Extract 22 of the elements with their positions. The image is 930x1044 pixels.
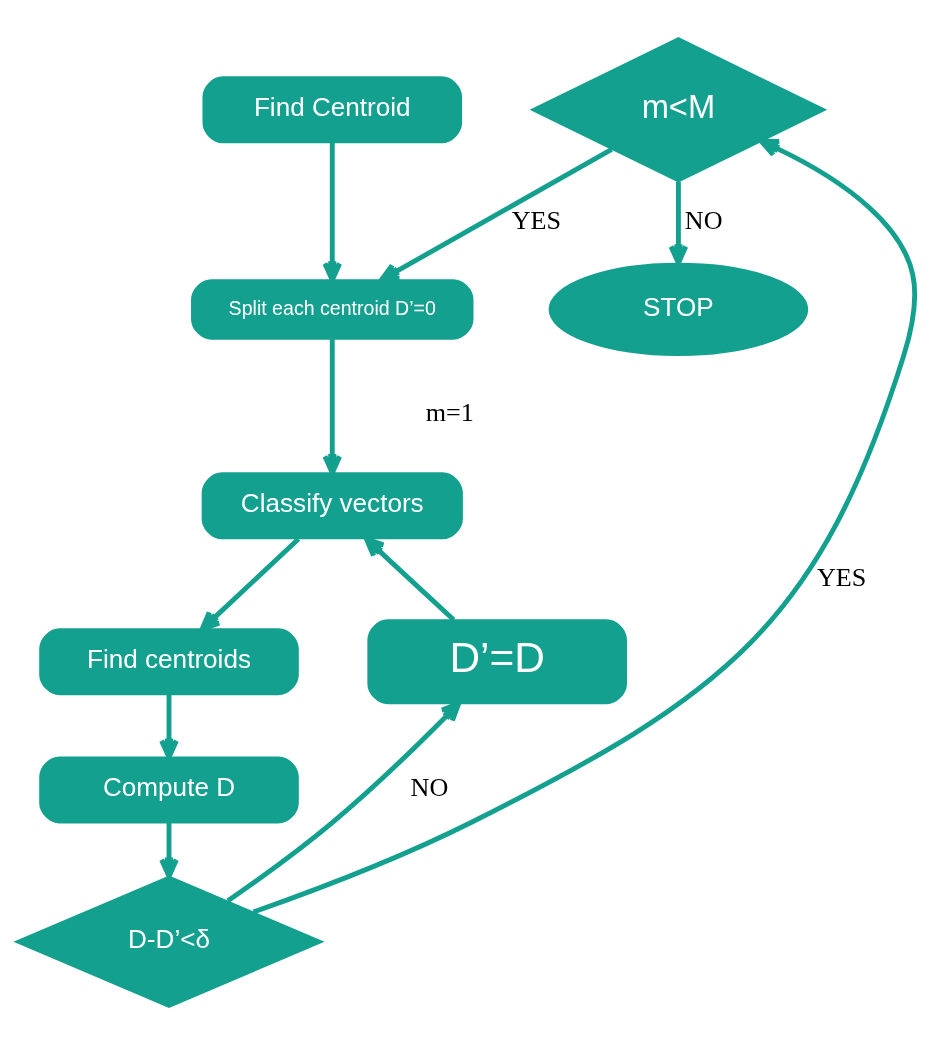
node-box: Find centroids xyxy=(38,627,299,695)
arrow xyxy=(158,822,179,879)
node-box: D’=D xyxy=(366,618,627,704)
edge-label: NO xyxy=(410,772,448,802)
node-box: Compute D xyxy=(38,755,299,823)
node-ellipse: STOP xyxy=(548,262,808,356)
arrow xyxy=(199,536,300,631)
arrow xyxy=(252,138,917,914)
edge-label: YES xyxy=(511,205,561,235)
node-box: Classify vectors xyxy=(201,471,463,539)
node-diamond: m<M xyxy=(529,36,827,183)
arrow xyxy=(363,536,455,622)
arrow xyxy=(322,338,342,475)
label: m=1 xyxy=(425,397,474,427)
edge-label: YES xyxy=(816,562,866,591)
node-box: Find Centroid xyxy=(201,75,462,143)
node-diamond: D-D’<δ xyxy=(12,875,325,1008)
edge-label: NO xyxy=(684,205,723,235)
node-box: Split each centroid D’=0 xyxy=(190,278,473,340)
arrow xyxy=(158,694,179,760)
arrow xyxy=(378,146,613,282)
arrow xyxy=(322,142,342,282)
